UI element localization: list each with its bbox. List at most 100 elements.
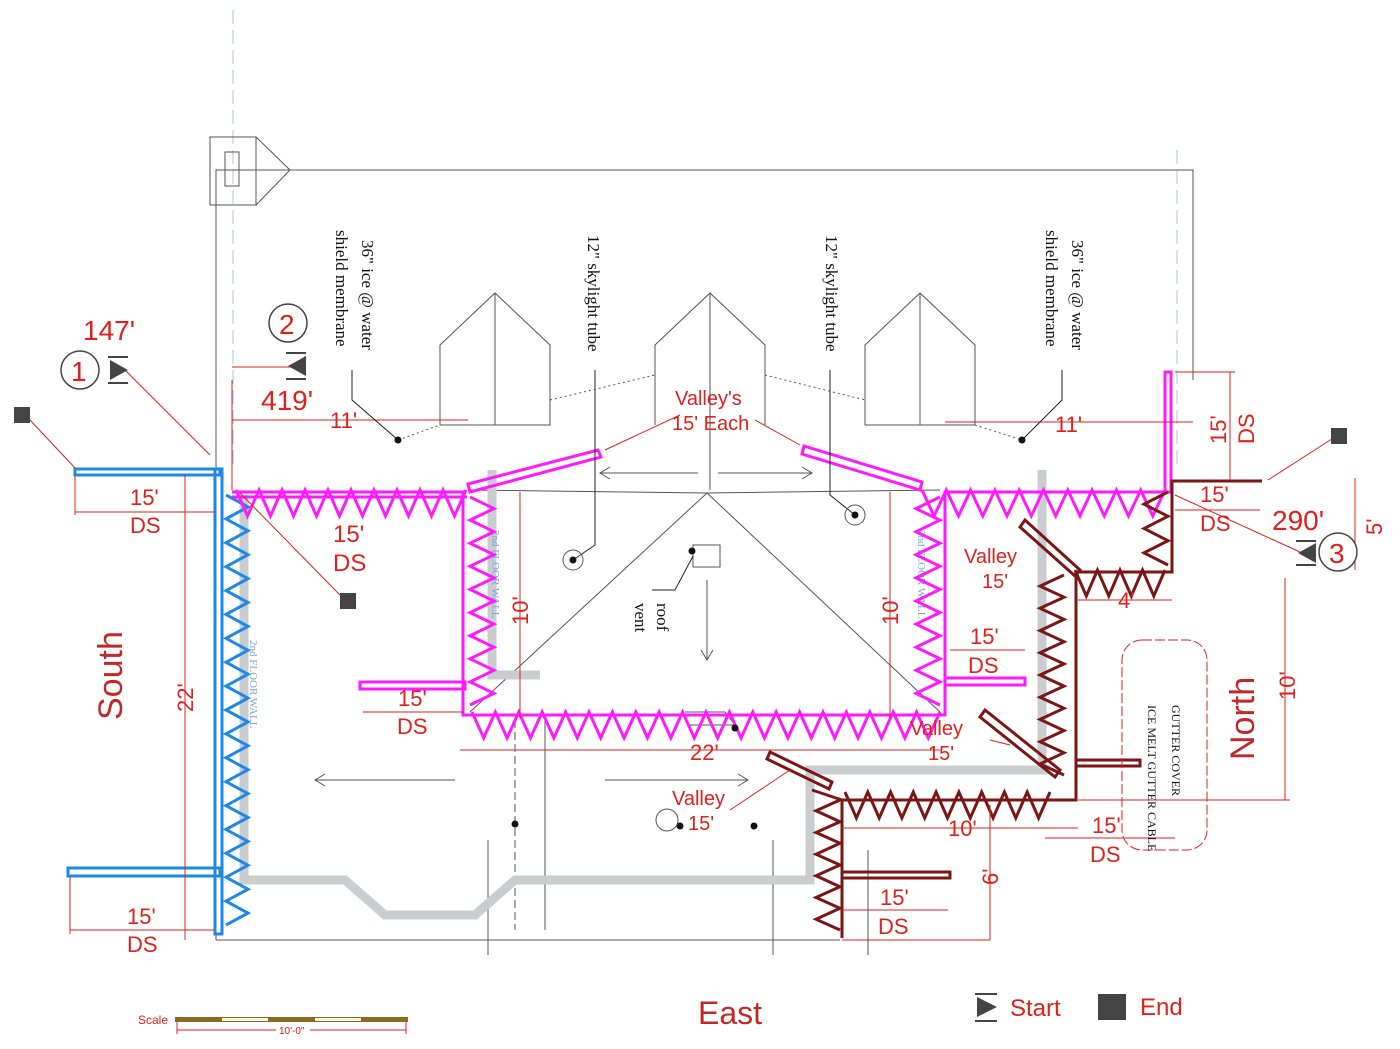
drawing-mark xyxy=(351,370,399,441)
drawing-mark xyxy=(470,708,942,742)
drawing-mark xyxy=(975,1020,997,1022)
drawing-mark xyxy=(1163,370,1173,494)
label: DS xyxy=(968,653,999,678)
label: Valley xyxy=(672,788,725,810)
direction-labels: South North East xyxy=(92,631,1262,1031)
drawing-mark xyxy=(840,479,1262,938)
drawing-mark xyxy=(688,547,696,555)
total-run-1: 147' xyxy=(83,315,135,346)
label: 15' xyxy=(970,624,999,649)
gutter-cover-callout: GUTTER COVER ICE MELT GUTTER CABLE xyxy=(1121,639,1208,851)
legend-end-icon xyxy=(1098,994,1126,1020)
drawing-mark xyxy=(108,356,128,358)
drawing-mark xyxy=(124,369,211,456)
drawing-mark xyxy=(800,444,924,492)
label: 15' xyxy=(928,743,954,765)
label: 5' xyxy=(1362,519,1387,535)
zone-2-magenta-cable xyxy=(232,370,1173,742)
legend-start: Start xyxy=(1010,995,1061,1022)
guide-lines xyxy=(232,10,1178,470)
label: 10' xyxy=(508,596,533,625)
total-run-3: 290' xyxy=(1272,505,1324,536)
labels: 147' 419' 290' 11' 11' 15' DS 15' DS 15'… xyxy=(83,315,1387,957)
drawing-mark xyxy=(1296,540,1316,542)
drawing-mark xyxy=(1036,573,1068,777)
drawing-mark xyxy=(655,808,679,832)
drawing-mark xyxy=(974,424,1023,441)
drawing-mark xyxy=(652,555,694,591)
label: 22' xyxy=(173,683,198,712)
label: 10'-0" xyxy=(279,1026,305,1037)
drawing-mark xyxy=(1021,370,1063,441)
south-label: South xyxy=(92,631,130,720)
label: 4' xyxy=(1118,588,1134,613)
label: DS xyxy=(130,513,161,538)
label: DS xyxy=(1234,413,1259,444)
scale-bar: Scale 10'-0" xyxy=(138,1013,408,1037)
ice-shield-note-left: 36" ice @ water xyxy=(358,240,377,350)
wall-label-south: 2nd FLOOR WALL xyxy=(247,640,259,729)
label: 15' xyxy=(127,904,156,929)
drawing-mark xyxy=(1140,490,1172,567)
label: 10' xyxy=(1275,671,1300,700)
drawing-mark xyxy=(700,649,714,661)
drawing-mark xyxy=(1017,517,1083,579)
label: Scale xyxy=(138,1013,168,1027)
drawing-mark xyxy=(439,292,551,426)
skylight-note-left: 12" skylight tube xyxy=(584,235,603,352)
label: 15' xyxy=(130,485,159,510)
drawing-mark xyxy=(604,414,681,451)
drawing-mark xyxy=(572,370,596,561)
label: 15' xyxy=(1200,482,1229,507)
label: 15' xyxy=(688,813,714,835)
label: 15' xyxy=(398,686,427,711)
legend-start-icon xyxy=(975,993,997,1022)
drawing-mark xyxy=(60,350,100,390)
drawing-mark xyxy=(1174,494,1301,553)
drawing-mark xyxy=(286,352,306,354)
drawing-mark xyxy=(801,466,813,480)
drawing-mark xyxy=(234,486,468,520)
skylight-right-icon xyxy=(844,504,866,526)
drawing-mark xyxy=(920,486,1167,520)
roof-vent-note-2: vent xyxy=(631,603,650,633)
start-icon xyxy=(1296,540,1316,566)
label: 15' xyxy=(982,571,1008,593)
drawing-mark xyxy=(222,1018,268,1021)
label: 3 xyxy=(1329,538,1345,569)
label: 6' xyxy=(978,869,1003,885)
zone-3-brown-cable xyxy=(765,479,1262,938)
label: Valley xyxy=(964,546,1017,568)
start-icon xyxy=(108,356,128,384)
roof-vent-note: roof xyxy=(653,603,672,632)
drawing-mark xyxy=(268,303,308,343)
drawing-mark xyxy=(729,769,791,811)
drawing-mark xyxy=(754,419,801,446)
drawing-mark xyxy=(255,136,291,206)
drawing-mark xyxy=(943,676,1027,687)
label: 15' xyxy=(333,521,364,548)
drawing-mark xyxy=(737,773,749,787)
drawing-mark xyxy=(1121,639,1208,851)
drawing-mark xyxy=(175,1017,408,1022)
label: 15' Each xyxy=(672,413,749,435)
roof-vent-box xyxy=(692,544,721,568)
drawing-mark xyxy=(397,424,441,441)
drawing-mark xyxy=(842,870,952,880)
label: 15' xyxy=(1092,813,1121,838)
label: Valley's xyxy=(675,388,742,410)
drawing-mark xyxy=(975,993,997,995)
drawing-mark xyxy=(73,467,222,477)
drawing-mark xyxy=(977,997,997,1017)
drawing-mark xyxy=(977,707,1063,780)
drawing-mark xyxy=(469,489,708,494)
label: 22' xyxy=(690,740,719,765)
drawing-mark xyxy=(549,374,656,401)
drawing-mark xyxy=(1073,566,1167,600)
chimney xyxy=(209,136,257,206)
drawing-mark xyxy=(764,374,866,401)
leaders xyxy=(314,370,1063,832)
start-icon xyxy=(286,352,306,380)
label: 36" ice @ water xyxy=(358,240,377,350)
legend-end: End xyxy=(1140,994,1183,1021)
